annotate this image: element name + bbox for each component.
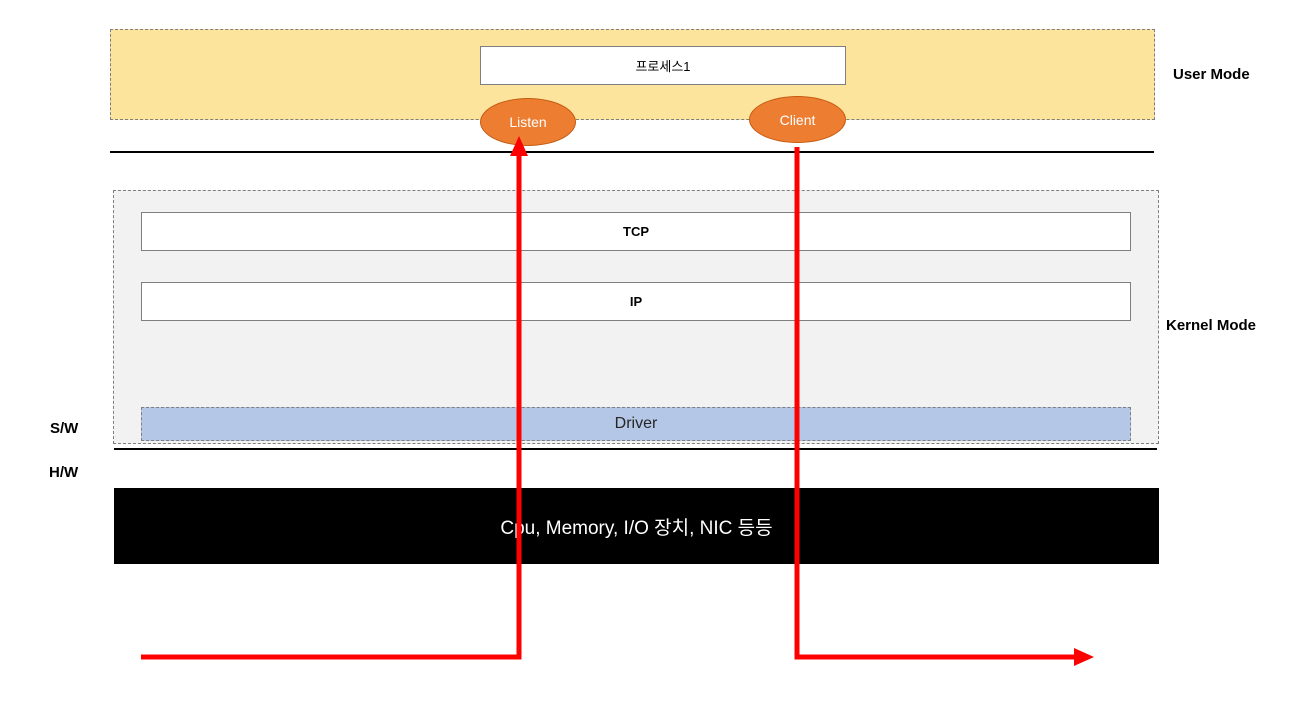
- user-kernel-divider: [110, 151, 1154, 153]
- user-mode-label: User Mode: [1173, 66, 1250, 83]
- ip-label: IP: [629, 294, 643, 309]
- ip-layer-box: IP: [141, 282, 1131, 321]
- client-socket: Client: [749, 96, 846, 143]
- hw-label: H/W: [49, 464, 79, 481]
- sw-label: S/W: [50, 420, 79, 437]
- driver-label: Driver: [614, 415, 658, 432]
- kernel-mode-label: Kernel Mode: [1166, 317, 1257, 334]
- hardware-label: Cpu, Memory, I/O 장치, NIC 등등: [500, 517, 773, 539]
- process-label: 프로세스1: [635, 59, 691, 74]
- listen-socket: Listen: [480, 98, 576, 146]
- process-box: 프로세스1: [480, 46, 846, 85]
- client-label: Client: [779, 111, 816, 128]
- tcp-layer-box: TCP: [141, 212, 1131, 251]
- driver-box: Driver: [141, 407, 1131, 441]
- tcp-label: TCP: [623, 224, 649, 239]
- outbound-arrowhead: [1074, 648, 1094, 666]
- hardware-box: Cpu, Memory, I/O 장치, NIC 등등: [114, 488, 1159, 564]
- listen-label: Listen: [509, 114, 547, 130]
- sw-hw-divider: [114, 448, 1157, 450]
